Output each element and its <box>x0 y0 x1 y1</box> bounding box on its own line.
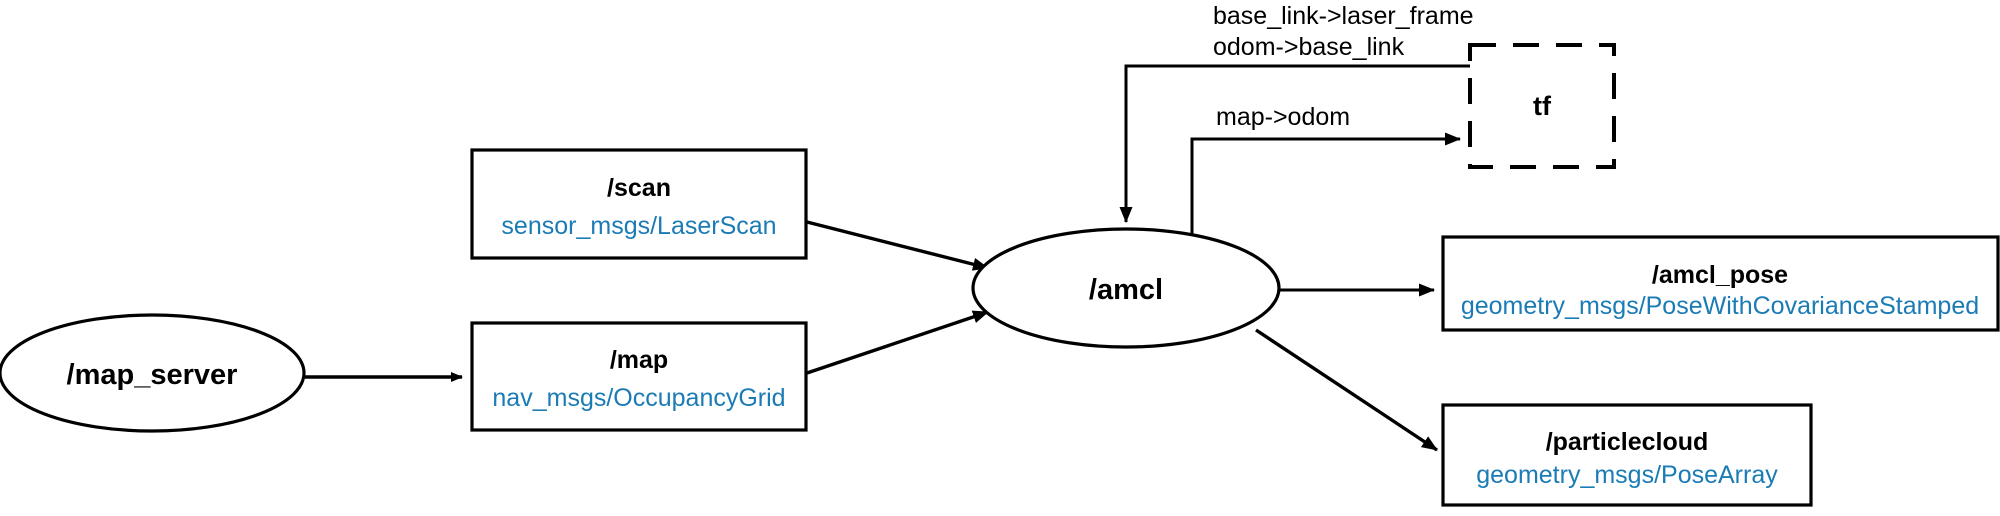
topic-particlecloud-name: /particlecloud <box>1546 428 1709 456</box>
node-map-server-label: /map_server <box>67 359 238 391</box>
topic-box-particlecloud[interactable] <box>1441 403 1813 507</box>
topic-particlecloud-type: geometry_msgs/PoseArray <box>1476 461 1778 489</box>
edge-map-to-amcl <box>806 310 989 375</box>
topic-box-amcl-pose[interactable] <box>1441 235 2000 332</box>
topic-amcl-pose-type: geometry_msgs/PoseWithCovarianceStamped <box>1461 292 1979 320</box>
topic-box-scan[interactable] <box>470 148 808 260</box>
node-amcl-label: /amcl <box>1089 274 1163 306</box>
edge-scan-to-amcl <box>806 220 989 271</box>
topic-scan-type: sensor_msgs/LaserScan <box>501 212 776 240</box>
edge-label-tf-transforms-line1: base_link->laser_frame <box>1213 2 1474 30</box>
edge-label-tf-transforms-line2: odom->base_link <box>1213 33 1405 61</box>
topic-map-name: /map <box>610 346 668 374</box>
topic-map-type: nav_msgs/OccupancyGrid <box>492 384 785 412</box>
node-map-server[interactable] <box>0 313 306 433</box>
edge-tf-to-amcl <box>1119 64 1470 223</box>
topic-scan-name: /scan <box>607 174 671 202</box>
topic-box-map[interactable] <box>470 321 808 432</box>
node-tf-label: tf <box>1533 91 1552 121</box>
node-tf[interactable] <box>1468 43 1616 169</box>
topic-amcl-pose-name: /amcl_pose <box>1652 261 1788 289</box>
edge-amcl-to-particlecloud <box>1255 328 1438 452</box>
node-amcl[interactable] <box>971 227 1281 349</box>
edge-label-map-to-odom: map->odom <box>1216 103 1350 131</box>
edge-amcl-to-tf <box>1190 132 1461 245</box>
